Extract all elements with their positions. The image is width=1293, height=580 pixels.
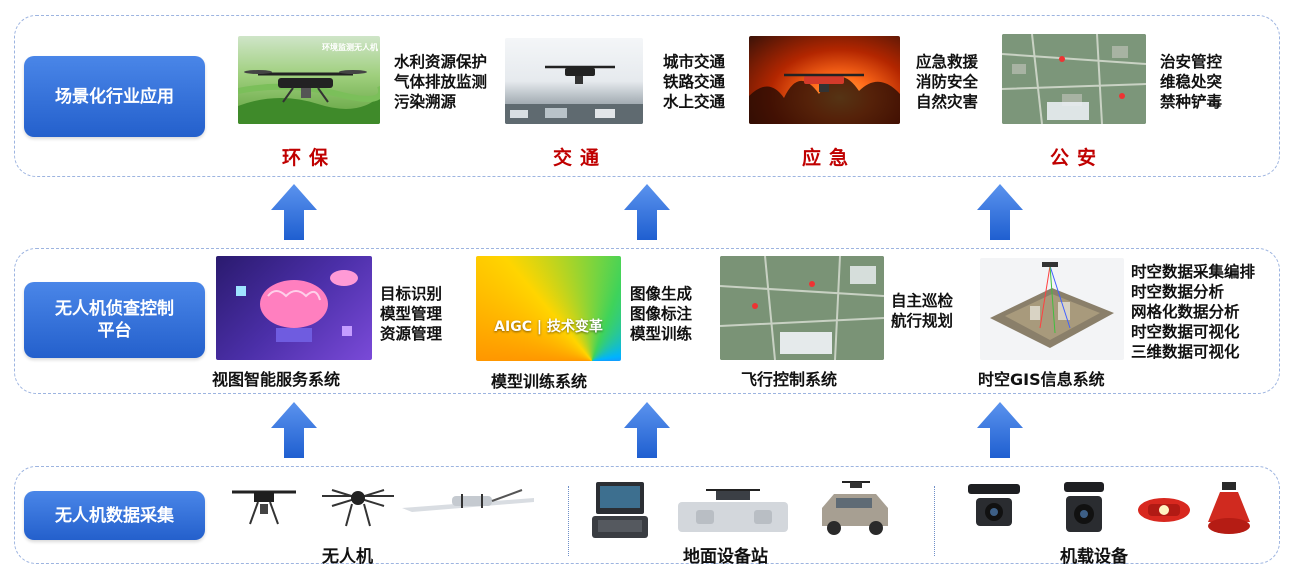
aigc-caption: AIGC | 技术变革 <box>494 319 603 335</box>
group-airborne-name: 机载设备 <box>1060 547 1128 567</box>
system-gis-name: 时空GIS信息系统 <box>978 370 1105 389</box>
flight-item: 自主巡检 <box>891 292 954 310</box>
gis-item: 时空数据采集编排 <box>1131 263 1256 281</box>
drone-hangar-icon <box>678 489 788 532</box>
police-item: 禁种铲毒 <box>1160 93 1223 111</box>
domain-emergency: 应急 <box>802 147 857 169</box>
traffic-item: 铁路交通 <box>663 73 726 91</box>
quadcopter-icon <box>232 490 296 525</box>
control-laptop-icon <box>592 482 648 538</box>
top-panel <box>14 15 1280 177</box>
gis-item: 三维数据可视化 <box>1131 343 1240 361</box>
scenario-label: 场景化行业应用 <box>24 56 205 137</box>
traffic-items: 城市交通 铁路交通 水上交通 <box>663 52 725 112</box>
group-ground-name: 地面设备站 <box>683 547 768 567</box>
env-drone-image: 环境监测无人机 <box>238 36 380 124</box>
gis-item: 时空数据可视化 <box>1131 323 1240 341</box>
domain-traffic: 交通 <box>553 147 608 169</box>
platform-label: 无人机侦查控制 平台 <box>24 282 205 358</box>
up-arrow-icon <box>271 184 317 240</box>
collection-label: 无人机数据采集 <box>24 491 205 540</box>
traffic-drone-image <box>505 38 643 124</box>
hexacopter-icon <box>322 489 394 527</box>
domain-env: 环保 <box>282 147 337 169</box>
flight-item: 航行规划 <box>891 312 954 330</box>
env-items: 水利资源保护 气体排放监测 污染溯源 <box>394 52 487 112</box>
aigc-image: AIGC | 技术变革 <box>476 256 621 361</box>
training-items: 图像生成 图像标注 模型训练 <box>630 284 692 344</box>
domain-police: 公安 <box>1050 147 1105 169</box>
police-map-image <box>1002 34 1146 124</box>
group-uav-name: 无人机 <box>322 547 373 567</box>
bottom-panel <box>14 466 1280 564</box>
searchlight-icon <box>1138 498 1190 522</box>
police-item: 维稳处突 <box>1160 73 1223 91</box>
vision-ai-image <box>216 256 372 360</box>
vision-items: 目标识别 模型管理 资源管理 <box>380 284 442 344</box>
vision-item: 资源管理 <box>380 325 443 343</box>
traffic-item: 水上交通 <box>663 93 726 111</box>
system-training-name: 模型训练系统 <box>491 372 588 391</box>
loudspeaker-icon <box>1208 482 1250 534</box>
up-arrow-icon <box>624 402 670 458</box>
training-item: 图像标注 <box>630 305 693 323</box>
flight-items: 自主巡检 航行规划 <box>891 291 953 331</box>
fixed-wing-drone-icon <box>402 489 534 512</box>
emergency-drone-image <box>749 36 900 124</box>
flight-map-image <box>720 256 884 360</box>
police-items: 治安管控 维稳处突 禁种铲毒 <box>1160 52 1222 112</box>
zoom-camera-icon <box>1064 482 1104 532</box>
middle-panel <box>14 248 1280 394</box>
vision-item: 模型管理 <box>380 305 443 323</box>
up-arrow-icon <box>977 184 1023 240</box>
up-arrow-icon <box>977 402 1023 458</box>
gis-item: 网格化数据分析 <box>1131 303 1240 321</box>
env-item: 水利资源保护 <box>394 53 488 71</box>
system-vision-name: 视图智能服务系统 <box>212 370 341 389</box>
up-arrow-icon <box>624 184 670 240</box>
group-divider <box>568 486 569 556</box>
emergency-item: 消防安全 <box>916 73 979 91</box>
system-flight-name: 飞行控制系统 <box>741 370 838 389</box>
env-image-caption: 环境监测无人机 <box>322 43 378 52</box>
training-item: 图像生成 <box>630 285 693 303</box>
gis-items: 时空数据采集编排 时空数据分析 网格化数据分析 时空数据可视化 三维数据可视化 <box>1131 262 1255 362</box>
training-item: 模型训练 <box>630 325 693 343</box>
group-divider <box>934 486 935 556</box>
env-item: 气体排放监测 <box>394 73 488 91</box>
gis-item: 时空数据分析 <box>1131 283 1225 301</box>
emergency-item: 自然灾害 <box>916 93 979 111</box>
vision-item: 目标识别 <box>380 285 443 303</box>
police-item: 治安管控 <box>1160 53 1223 71</box>
gis-3d-image <box>980 258 1124 360</box>
traffic-item: 城市交通 <box>663 53 726 71</box>
ground-vehicle-icon <box>822 481 888 535</box>
emergency-items: 应急救援 消防安全 自然灾害 <box>916 52 978 112</box>
gimbal-camera-icon <box>968 484 1020 526</box>
up-arrow-icon <box>271 402 317 458</box>
emergency-item: 应急救援 <box>916 53 979 71</box>
env-item: 污染溯源 <box>394 93 457 111</box>
